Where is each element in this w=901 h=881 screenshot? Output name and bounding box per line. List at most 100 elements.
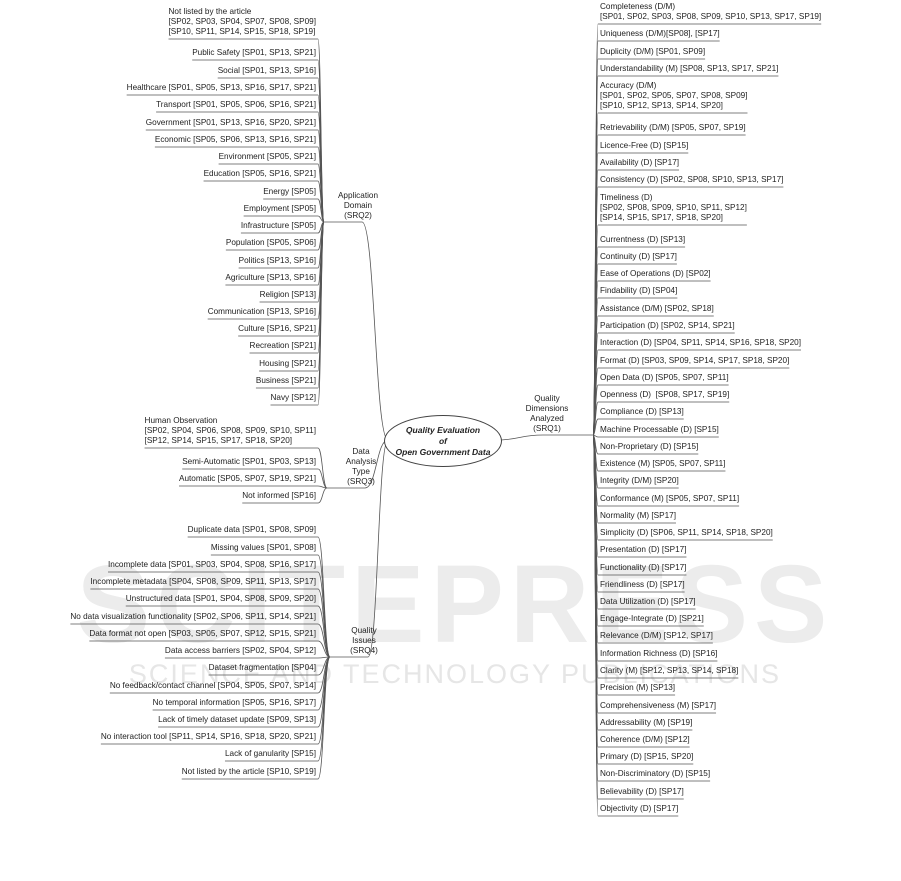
dimensions-item: Relevance (D/M) [SP12, SP17] [600,631,713,640]
central-topic: Quality Evaluation of Open Government Da… [384,415,502,467]
connector [592,434,599,817]
dimensions-item: Interaction (D) [SP04, SP11, SP14, SP16,… [600,338,802,347]
dimensions-item: Friendliness (D) [SP17] [600,580,685,589]
domain-item: Recreation [SP21] [249,341,316,350]
domain-item: Navy [SP12] [270,393,316,402]
domain-item: Government [SP01, SP13, SP16, SP20, SP21… [145,118,316,127]
domain-item: Politics [SP13, SP16] [238,256,316,265]
dimensions-item: Currentness (D) [SP13] [600,235,686,244]
issues-branch-label: Quality Issues (SRQ4) [350,626,378,655]
dimensions-item: Accuracy (D/M) [SP01, SP02, SP05, SP07, … [600,81,748,110]
issues-item: Missing values [SP01, SP08] [210,543,316,552]
dimensions-item: Information Richness (D) [SP16] [600,649,718,658]
dimensions-item: Understandability (M) [SP08, SP13, SP17,… [600,64,779,73]
domain-branch-label: Application Domain (SRQ2) [337,191,379,220]
dimensions-item: Primary (D) [SP15, SP20] [600,752,694,761]
dimensions-item: Open Data (D) [SP05, SP07, SP11] [600,373,729,382]
connector [317,221,325,406]
dimensions-item: Comprehensiveness (M) [SP17] [600,701,717,710]
dimensions-item: Objectivity (D) [SP17] [600,804,679,813]
domain-item: Housing [SP21] [259,359,316,368]
connector [317,198,325,223]
dimensions-item: Machine Processable (D) [SP15] [600,425,719,434]
dimensions-item: Retrievability (D/M) [SP05, SP07, SP19] [600,123,746,132]
dimensions-item: Data Utilization (D) [SP17] [600,597,696,606]
dimensions-item: Completeness (D/M) [SP01, SP02, SP03, SP… [600,2,822,21]
dimensions-item: Uniqueness (D/M)[SP08], [SP17] [600,29,720,38]
dimensions-item: Conformance (M) [SP05, SP07, SP11] [600,494,740,503]
issues-item: No temporal information [SP05, SP16, SP1… [152,698,316,707]
issues-item: Data access barriers [SP02, SP04, SP12] [164,646,316,655]
watermark-logo-text: SCITEPRESS [77,543,834,666]
domain-item: Business [SP21] [255,376,316,385]
analysis-branch-label: Data Analysis Type (SRQ3) [345,447,377,486]
connector [317,656,331,745]
issues-item: Incomplete data [SP01, SP03, SP04, SP08,… [107,560,316,569]
dimensions-item: Findability (D) [SP04] [600,286,678,295]
dimensions-item: Existence (M) [SP05, SP07, SP11] [600,459,726,468]
dimensions-item: Availability (D) [SP17] [600,158,680,167]
connector [317,623,331,658]
issues-item: Lack of timely dataset update [SP09, SP1… [158,715,316,724]
central-topic-line-2: of [438,435,448,446]
connector [317,571,331,658]
domain-item: Social [SP01, SP13, SP16] [217,66,316,75]
issues-item: Duplicate data [SP01, SP08, SP09] [187,525,316,534]
domain-item: Culture [SP16, SP21] [238,324,316,333]
issues-item: No interaction tool [SP11, SP14, SP16, S… [100,732,316,741]
issues-item: Unstructured data [SP01, SP04, SP08, SP0… [125,594,316,603]
central-topic-line-3: Open Government Data [395,446,491,457]
domain-item: Education [SP05, SP16, SP21] [203,169,316,178]
dimensions-item: Addressability (M) [SP19] [600,718,693,727]
domain-item: Population [SP05, SP06] [225,238,316,247]
dimensions-item: Consistency (D) [SP02, SP08, SP10, SP13,… [600,175,784,184]
issues-item: No feedback/contact channel [SP04, SP05,… [109,681,316,690]
issues-item: Data format not open [SP03, SP05, SP07, … [89,629,316,638]
domain-item: Agriculture [SP13, SP16] [225,273,316,282]
connector [367,439,389,658]
dimensions-item: Presentation (D) [SP17] [600,545,687,554]
dimensions-item: Non-Discriminatory (D) [SP15] [600,769,711,778]
domain-item: Economic [SP05, SP06, SP13, SP16, SP21] [154,135,316,144]
domain-item: Transport [SP01, SP05, SP06, SP16, SP21] [156,100,316,109]
connector [317,468,328,489]
domain-item: Healthcare [SP01, SP05, SP13, SP16, SP17… [126,83,316,92]
dimensions-item: Coherence (D/M) [SP12] [600,735,690,744]
dimensions-item: Precision (M) [SP13] [600,683,676,692]
domain-item: Public Safety [SP01, SP13, SP21] [192,48,316,57]
central-topic-line-1: Quality Evaluation [405,424,481,435]
connector [317,487,328,504]
dimensions-item: Clarity (M) [SP12, SP13, SP14, SP18] [600,666,739,675]
connector [317,447,328,489]
dimensions-item: Ease of Operations (D) [SP02] [600,269,711,278]
dimensions-item: Compliance (D) [SP13] [600,407,684,416]
dimensions-item: Format (D) [SP03, SP09, SP14, SP17, SP18… [600,356,790,365]
dimensions-item: Participation (D) [SP02, SP14, SP21] [600,321,735,330]
dimensions-item: Integrity (D/M) [SP20] [600,476,679,485]
connector [317,656,331,762]
domain-item: Infrastructure [SP05] [240,221,316,230]
issues-item: Incomplete metadata [SP04, SP08, SP09, S… [90,577,316,586]
dimensions-item: Licence-Free (D) [SP15] [600,141,689,150]
dimensions-item: Believability (D) [SP17] [600,787,684,796]
issues-item: Dataset fragmentation [SP04] [208,663,316,672]
dimensions-item: Continuity (D) [SP17] [600,252,677,261]
dimensions-item: Timeliness (D) [SP02, SP08, SP09, SP10, … [600,193,747,222]
connector [495,434,544,441]
analysis-item: Human Observation [SP02, SP04, SP06, SP0… [144,416,316,445]
analysis-item: Automatic [SP05, SP07, SP19, SP21] [179,474,316,483]
connector [592,418,599,436]
domain-item: Environment [SP05, SP21] [218,152,316,161]
dimensions-branch-label: Quality Dimensions Analyzed (SRQ1) [525,394,569,433]
issues-item: Not listed by the article [SP10, SP19] [181,767,316,776]
domain-item: Energy [SP05] [263,187,316,196]
dimensions-item: Openness (D) [SP08, SP17, SP19] [600,390,730,399]
analysis-item: Not informed [SP16] [242,491,316,500]
issues-item: Lack of ganularity [SP15] [224,749,316,758]
domain-item: Religion [SP13] [259,290,316,299]
dimensions-item: Simplicity (D) [SP06, SP11, SP14, SP18, … [600,528,773,537]
watermark-tagline: SCIENCE AND TECHNOLOGY PUBLICATIONS [129,659,781,689]
